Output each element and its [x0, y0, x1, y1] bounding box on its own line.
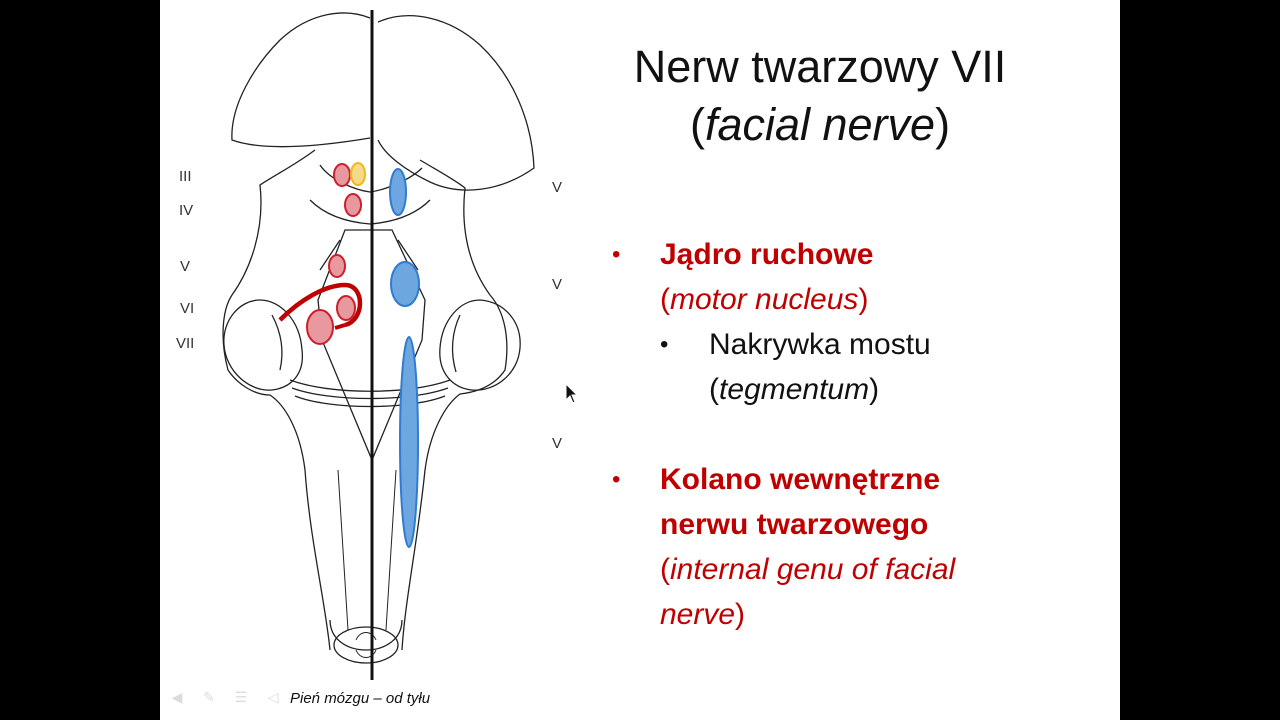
title-paren-close: )	[935, 99, 951, 150]
nucleus-iv-left	[344, 193, 362, 217]
nucleus-iii-left	[333, 163, 351, 187]
bullet-english-line1: (internal genu of facial	[660, 553, 956, 586]
sensory-nucleus-v-principal	[390, 261, 420, 307]
title-english: facial nerve	[704, 99, 936, 150]
mouse-cursor-icon	[565, 383, 579, 404]
bullet-dot: •	[612, 466, 621, 493]
right-colliculus-outline	[377, 15, 535, 191]
label-sensory-v-upper: V	[552, 179, 563, 196]
left-body-outline	[222, 149, 331, 651]
bullet-english: (motor nucleus)	[660, 283, 869, 316]
nucleus-vi	[336, 295, 356, 321]
sub-bullet-english-text: tegmentum	[719, 373, 870, 406]
sensory-nucleus-v-spinal	[399, 336, 419, 548]
internal-genu-of-facial-nerve	[278, 282, 363, 328]
bullet-english-text-1: internal genu of facial	[670, 553, 956, 586]
bullet-list: • Jądro ruchowe (motor nucleus) • Nakryw…	[610, 232, 1020, 637]
brainstem-diagram	[222, 10, 535, 680]
left-peduncle	[223, 299, 303, 391]
bullet-heading: Jądro ruchowe	[660, 238, 874, 271]
title-line-1: Nerw twarzowy VII	[633, 41, 1007, 92]
back-arrow-icon[interactable]: ◀	[171, 689, 183, 705]
pen-icon[interactable]: ✎	[203, 689, 215, 705]
label-sensory-v-lower: V	[552, 435, 563, 452]
label-nerve-iv: IV	[179, 202, 194, 219]
label-sensory-v-middle: V	[552, 276, 563, 293]
bullet-english-text: motor nucleus	[670, 283, 859, 316]
sub-bullet-tegmentum: • Nakrywka mostu (tegmentum)	[610, 322, 1020, 412]
slide-title: Nerw twarzowy VII (facial nerve)	[580, 38, 1060, 154]
title-line-2: (facial nerve)	[580, 96, 1060, 154]
bullet-english-line2: nerve)	[660, 598, 746, 631]
right-peduncle	[439, 299, 521, 391]
label-nerve-vi: VI	[180, 300, 195, 317]
nucleus-vii-motor	[306, 309, 334, 345]
bullet-heading-line1: Kolano wewnętrzne	[660, 463, 941, 496]
menu-icon[interactable]: ☰	[234, 689, 248, 705]
slide: III IV V VI VII V V V Nerw twarzowy VII …	[160, 0, 1120, 720]
left-colliculus-outline	[231, 12, 371, 148]
sub-bullet-english: (tegmentum)	[709, 373, 880, 406]
sub-bullet-dot: •	[660, 331, 669, 358]
bullet-internal-genu: • Kolano wewnętrzne nerwu twarzowego (in…	[610, 457, 1020, 637]
right-body-outline	[401, 159, 508, 651]
nucleus-edinger-westphal	[350, 162, 366, 186]
sensory-nucleus-v-mesencephalic	[389, 168, 407, 216]
rhomboid-fossa	[317, 229, 426, 462]
label-nerve-iii: III	[179, 168, 192, 185]
title-paren-open: (	[689, 99, 705, 150]
bullet-english-text-2: nerve	[660, 598, 736, 631]
slideshow-controls: ◀ ✎ ☰ ◁	[168, 689, 282, 705]
bullet-dot: •	[612, 241, 621, 268]
label-nerve-v: V	[180, 258, 191, 275]
nucleus-v-motor	[328, 254, 346, 278]
diagram-caption: Pień mózgu – od tyłu	[290, 690, 431, 707]
label-nerve-vii: VII	[176, 335, 195, 352]
bullet-heading-line2: nerwu twarzowego	[660, 508, 929, 541]
speaker-icon[interactable]: ◁	[267, 689, 279, 705]
bullet-motor-nucleus: • Jądro ruchowe (motor nucleus)	[610, 232, 1020, 322]
sub-bullet-text: Nakrywka mostu	[709, 328, 931, 361]
spinal-cord-end	[329, 619, 403, 651]
